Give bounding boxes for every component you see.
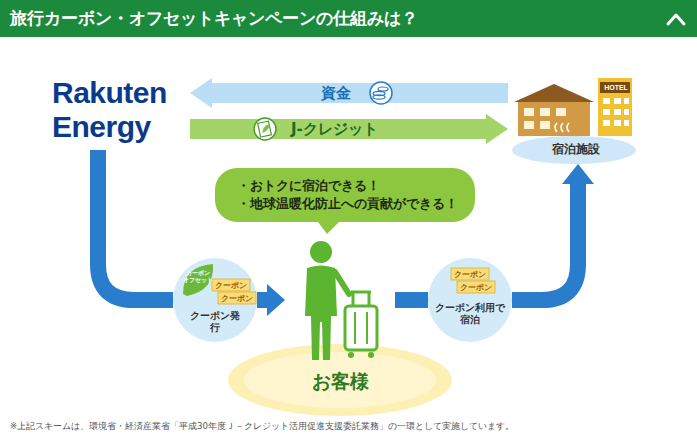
node-text: ・地球温暖化防止への貢献ができる！ — [237, 195, 469, 213]
title-bar: 旅行カーボン・オフセットキャンペーンの仕組みは？ — [0, 0, 697, 37]
arrow-head — [190, 78, 212, 108]
arrow-head — [562, 164, 594, 184]
flow-arrow — [98, 150, 173, 300]
arrow-band — [190, 119, 486, 139]
coin-icon — [370, 82, 392, 104]
arrow-head — [486, 114, 508, 144]
node-content: お客様 — [285, 232, 395, 393]
caption: ※上記スキームは、環境省・経済産業省「平成30年度Ｊ－クレジット活用促進支援委託… — [10, 421, 514, 432]
node-text: クーポン発行 — [190, 310, 240, 334]
title: 旅行カーボン・オフセットキャンペーンの仕組みは？ — [10, 8, 418, 28]
leaf-text: カーボン オフセット — [182, 269, 214, 283]
certificate-icon — [254, 118, 276, 140]
speech-bubble: ・おトクに宿泊できる！・地球温暖化防止への貢献ができる！ — [215, 168, 475, 222]
flow-arrow — [257, 284, 285, 316]
arrow-head — [267, 284, 285, 316]
node-text: Rakuten Energy — [52, 76, 186, 144]
edge-label: 資金 — [318, 83, 354, 103]
node-text: ・おトクに宿泊できる！ — [237, 177, 469, 195]
node-content: ・おトクに宿泊できる！・地球温暖化防止への貢献ができる！ — [215, 168, 475, 213]
coupon-text: クーポン — [451, 270, 489, 280]
sign-text: HOTEL — [600, 83, 632, 92]
node-text: お客様 — [285, 369, 395, 393]
coupon-text: クーポン — [212, 281, 250, 291]
arrow-band — [212, 83, 508, 103]
company-logo: Rakuten Energy — [48, 74, 186, 150]
coupon-text: クーポン — [218, 294, 256, 304]
arrow-band — [395, 292, 428, 308]
coupon-text: クーポン — [457, 283, 495, 293]
arrow-band — [257, 292, 267, 308]
flow-arrow — [190, 78, 508, 108]
chevron-icon — [664, 10, 688, 28]
flow-arrow — [395, 300, 428, 301]
node-shape — [215, 168, 475, 222]
node-content: Rakuten Energy — [48, 74, 186, 144]
node-text: クーポン利用で宿泊 — [433, 302, 507, 326]
customer-node: お客様 — [285, 232, 395, 416]
arrow-band — [512, 184, 578, 300]
edge-label: J-クレジット — [288, 119, 381, 139]
flow-arrow — [512, 164, 594, 300]
arrow-band — [98, 150, 173, 300]
node-text: 宿泊施設 — [512, 142, 640, 157]
flow-arrow — [190, 114, 508, 144]
